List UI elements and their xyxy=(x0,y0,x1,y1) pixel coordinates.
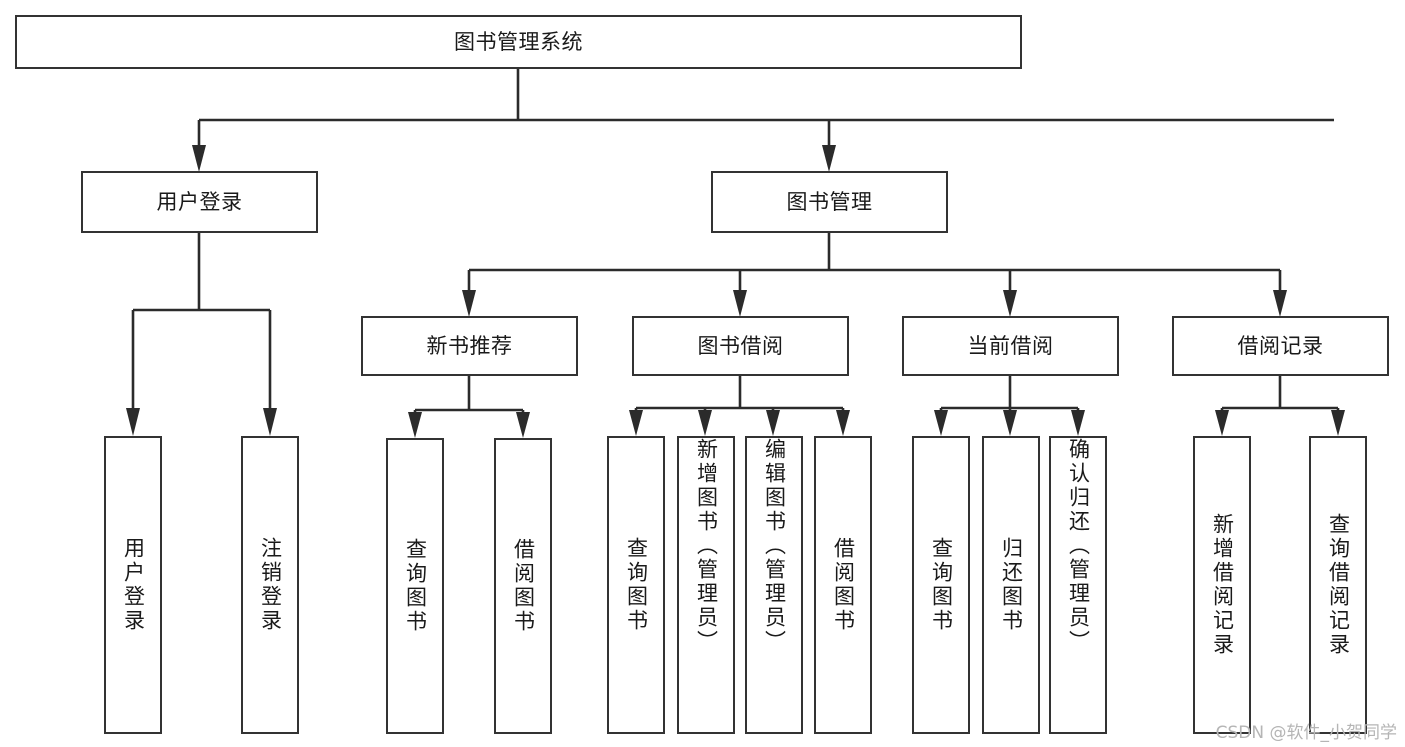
node-new-book-recommend[interactable]: 新书推荐 xyxy=(361,316,578,376)
leaf-query-book-recommend[interactable]: 查询图书 xyxy=(386,438,444,734)
leaf-label: 新增图书（管理员） xyxy=(694,438,719,654)
node-label: 新书推荐 xyxy=(426,333,513,358)
node-root-library-system[interactable]: 图书管理系统 xyxy=(15,15,1022,69)
leaf-user-login[interactable]: 用户登录 xyxy=(104,436,162,734)
node-label: 图书管理系统 xyxy=(454,29,583,54)
leaf-label: 注销登录 xyxy=(258,537,283,633)
node-book-management[interactable]: 图书管理 xyxy=(711,171,948,233)
node-user-login[interactable]: 用户登录 xyxy=(81,171,318,233)
leaf-borrow-book[interactable]: 借阅图书 xyxy=(814,436,872,734)
leaf-query-book-current[interactable]: 查询图书 xyxy=(912,436,970,734)
leaf-label: 查询借阅记录 xyxy=(1326,513,1351,657)
leaf-edit-book-admin[interactable]: 编辑图书（管理员） xyxy=(745,436,803,734)
node-label: 图书管理 xyxy=(786,189,873,214)
leaf-label: 查询图书 xyxy=(403,538,428,634)
leaf-logout[interactable]: 注销登录 xyxy=(241,436,299,734)
leaf-add-book-admin[interactable]: 新增图书（管理员） xyxy=(677,436,735,734)
leaf-label: 编辑图书（管理员） xyxy=(762,438,787,654)
node-borrow-record[interactable]: 借阅记录 xyxy=(1172,316,1389,376)
leaf-label: 确认归还（管理员） xyxy=(1066,438,1091,654)
leaf-borrow-book-recommend[interactable]: 借阅图书 xyxy=(494,438,552,734)
leaf-label: 借阅图书 xyxy=(511,538,536,634)
leaf-label: 借阅图书 xyxy=(831,537,856,633)
leaf-query-borrow-record[interactable]: 查询借阅记录 xyxy=(1309,436,1367,734)
node-label: 当前借阅 xyxy=(967,333,1054,358)
leaf-label: 归还图书 xyxy=(999,537,1024,633)
leaf-add-borrow-record[interactable]: 新增借阅记录 xyxy=(1193,436,1251,734)
node-label: 图书借阅 xyxy=(697,333,784,358)
leaf-label: 查询图书 xyxy=(929,537,954,633)
leaf-query-book-borrow[interactable]: 查询图书 xyxy=(607,436,665,734)
node-book-borrow[interactable]: 图书借阅 xyxy=(632,316,849,376)
node-current-borrow[interactable]: 当前借阅 xyxy=(902,316,1119,376)
leaf-label: 新增借阅记录 xyxy=(1210,513,1235,657)
leaf-label: 查询图书 xyxy=(624,537,649,633)
leaf-confirm-return-admin[interactable]: 确认归还（管理员） xyxy=(1049,436,1107,734)
node-label: 用户登录 xyxy=(156,189,243,214)
node-label: 借阅记录 xyxy=(1237,333,1324,358)
leaf-label: 用户登录 xyxy=(121,537,146,633)
leaf-return-book[interactable]: 归还图书 xyxy=(982,436,1040,734)
csdn-watermark: CSDN @软件_小贺同学 xyxy=(1215,723,1397,743)
